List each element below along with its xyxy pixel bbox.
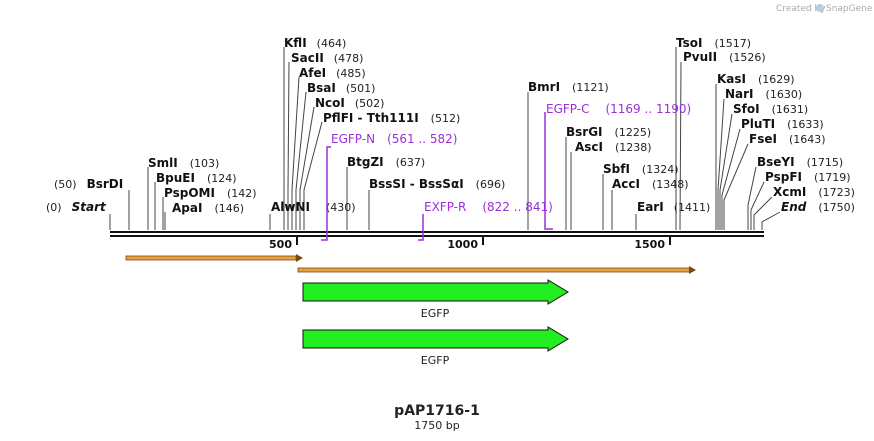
snapgene-credit: Created by SnapGene: [776, 4, 873, 14]
feature-label: EGFP: [421, 354, 450, 367]
site-label: KflI(464): [284, 36, 346, 50]
site-label: SfoI(1631): [733, 102, 808, 116]
site-leader: [303, 121, 323, 230]
site-label: NarI(1630): [725, 87, 802, 101]
site-label: BseYI(1715): [757, 155, 843, 169]
site-label: AfeI(485): [299, 66, 366, 80]
site-label: PluTI(1633): [741, 117, 824, 131]
site-leader: [721, 128, 741, 230]
site-label: (50)BsrDI: [54, 177, 123, 191]
site-label: PspOMI(142): [164, 186, 257, 200]
site-label: AscI(1238): [575, 140, 652, 154]
site-leader: [761, 211, 781, 230]
primer-egfp-n: EGFP-N(561 .. 582): [321, 132, 458, 241]
site-label: NcoI(502): [315, 96, 384, 110]
orf-arrow: [297, 266, 696, 274]
primer-label: EXFP-R(822 .. 841): [424, 200, 553, 214]
site-leader: [717, 98, 725, 230]
site-label: AlwNI(430): [271, 200, 356, 214]
site-leader: [750, 181, 765, 230]
site-label: ApaI(146): [172, 201, 244, 215]
ruler-tick-label: 500: [269, 238, 292, 251]
primer-egfp-c: EGFP-C(1169 .. 1190): [544, 102, 691, 230]
site-label: XcmI(1723): [773, 185, 855, 199]
primer-label: EGFP-C(1169 .. 1190): [546, 102, 691, 116]
site-leader: [679, 61, 682, 231]
site-label: BssSI - BssSαI(696): [369, 177, 505, 191]
ruler: 500 1000 1500: [269, 237, 671, 251]
site-label: TsoI(1517): [676, 36, 751, 50]
feature-egfp: EGFP: [302, 326, 569, 367]
orf-arrow: [125, 254, 303, 262]
site-label: PspFI(1719): [765, 170, 851, 184]
site-leader: [753, 196, 773, 230]
site-leader: [291, 76, 300, 230]
site-label: PvuII(1526): [683, 50, 766, 64]
features: EGFP EGFP: [302, 279, 569, 367]
feature-arrow: [302, 279, 569, 305]
site-label: KasI(1629): [717, 72, 795, 86]
site-leader: [723, 143, 749, 230]
credit-prefix: Created by: [776, 4, 826, 14]
credit-brand: SnapGene: [826, 4, 873, 14]
ruler-tick-label: 1500: [634, 238, 665, 251]
primer-label: EGFP-N(561 .. 582): [331, 132, 458, 146]
site-label: SacII(478): [291, 51, 363, 65]
plasmid-length: 1750 bp: [414, 419, 459, 432]
primer-leader: [321, 146, 331, 241]
feature-egfp: EGFP: [302, 279, 569, 320]
ruler-tick-label: 1000: [447, 238, 478, 251]
feature-arrow: [302, 326, 569, 352]
primer-leader: [418, 214, 424, 241]
site-labels: KflI(464) SacII(478) AfeI(485) BsaI(501)…: [46, 36, 855, 215]
site-label: BmrI(1121): [528, 80, 609, 94]
site-label: (0)Start: [46, 200, 107, 214]
snapgene-logo-icon: [816, 4, 824, 12]
primer-exfp-r: EXFP-R(822 .. 841): [418, 200, 553, 241]
primer-leader: [544, 112, 553, 230]
site-leader: [719, 113, 733, 230]
site-label: EarI(1411): [637, 200, 710, 214]
site-leader: [299, 106, 315, 230]
site-leader: [295, 91, 307, 230]
site-leader: [287, 61, 290, 230]
site-label: BsrGI(1225): [566, 125, 651, 139]
site-label: BsaI(501): [307, 81, 375, 95]
site-label: BtgZI(637): [347, 155, 425, 169]
site-label: SbfI(1324): [603, 162, 679, 176]
site-leaders: [109, 47, 781, 231]
site-label: PflFI - Tth111I(512): [323, 111, 460, 125]
orf-arrows: [125, 254, 696, 274]
site-leader: [747, 166, 757, 230]
site-label: FseI(1643): [749, 132, 826, 146]
site-label: SmlI(103): [148, 156, 219, 170]
feature-label: EGFP: [421, 307, 450, 320]
site-label: BpuEI(124): [156, 171, 237, 185]
plasmid-name: pAP1716-1: [394, 403, 480, 419]
site-label: End(1750): [781, 200, 855, 214]
site-label: AccI(1348): [612, 177, 689, 191]
primers: EGFP-N(561 .. 582) EGFP-C(1169 .. 1190) …: [321, 102, 691, 241]
